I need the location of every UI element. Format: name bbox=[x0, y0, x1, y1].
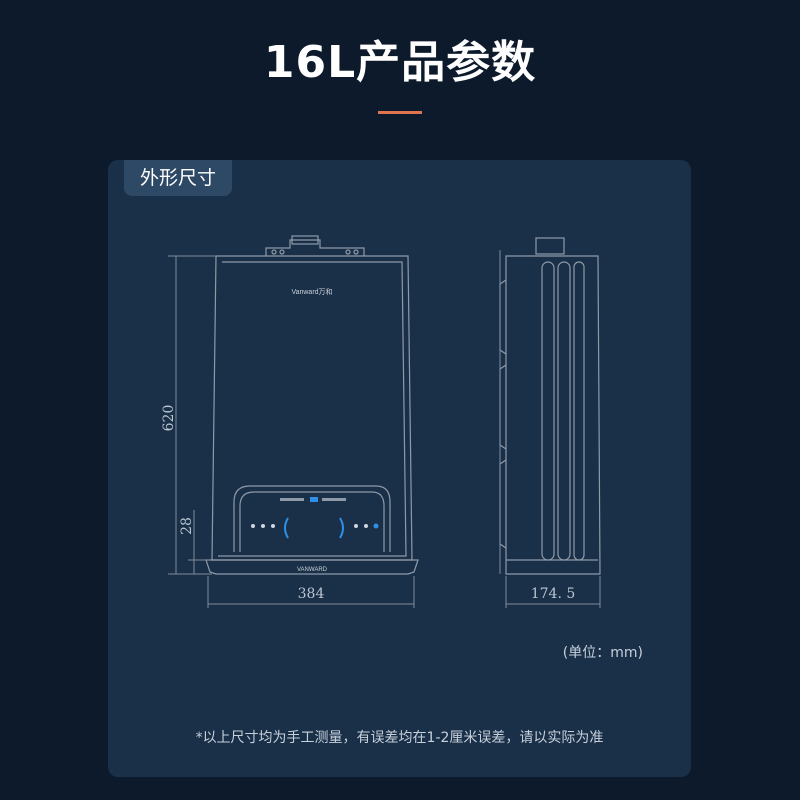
height-dimension-label: 620 bbox=[161, 405, 177, 432]
display-panel bbox=[251, 497, 379, 539]
section-tab: 外形尺寸 bbox=[124, 160, 232, 196]
unit-note: (单位：mm) bbox=[562, 645, 643, 661]
measurement-footnote: *以上尺寸均为手工测量，有误差均在1-2厘米误差，请以实际为准 bbox=[195, 730, 604, 746]
title-underline bbox=[378, 111, 422, 114]
dimensions-card: 外形尺寸 bbox=[108, 160, 691, 777]
offset-dimension-label: 28 bbox=[179, 517, 195, 535]
brand-logo-bottom: VANWARD bbox=[297, 567, 328, 573]
front-view-drawing bbox=[205, 235, 419, 575]
page-title: 16L产品参数 bbox=[263, 37, 537, 88]
width-dimension-label: 384 bbox=[298, 586, 325, 602]
dimension-diagram: Vanward万和 VANWARD 620 28 384 174. 5 bbox=[161, 235, 601, 608]
depth-dimension-label: 174. 5 bbox=[531, 586, 576, 602]
side-view-drawing bbox=[499, 237, 601, 575]
brand-logo-top: Vanward万和 bbox=[291, 287, 332, 296]
